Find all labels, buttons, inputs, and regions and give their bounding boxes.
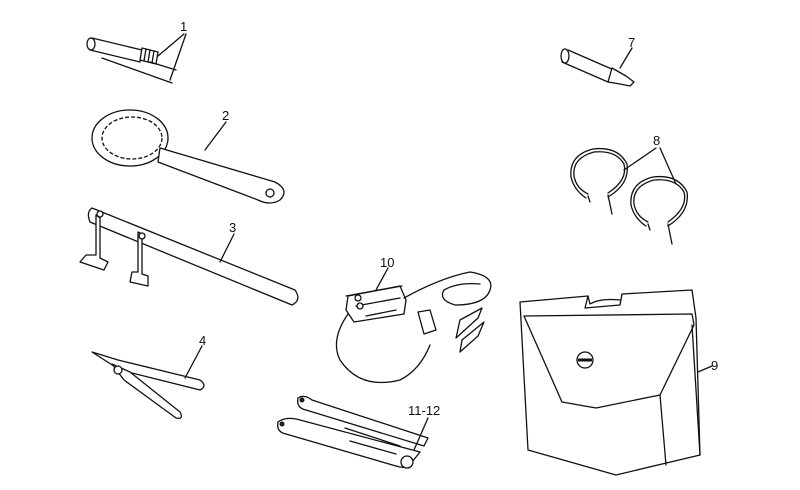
callout-9: 9 [711, 358, 718, 373]
callout-1: 1 [180, 19, 187, 34]
part-3-puller-bar[interactable]: 3 [79, 207, 299, 306]
part-9-tool-case[interactable]: 9 [519, 289, 718, 476]
part-7-drift[interactable]: 7 [560, 35, 635, 87]
part-2-ring-wrench[interactable]: 2 [91, 108, 285, 204]
part-8-hose-clamps[interactable]: 8 [570, 133, 689, 245]
callout-2: 2 [222, 108, 229, 123]
callout-7: 7 [628, 35, 635, 50]
callout-4: 4 [199, 333, 206, 348]
callout-8: 8 [653, 133, 660, 148]
part-10-electronic-tester[interactable]: 10 [335, 255, 492, 384]
callout-11-12: 11-12 [408, 403, 440, 418]
callout-3: 3 [229, 220, 236, 235]
part-11-12-pin-wrenches[interactable]: 11-12 [277, 395, 441, 469]
callout-10: 10 [380, 255, 394, 270]
part-4-pliers[interactable]: 4 [91, 333, 206, 420]
part-1-pin-punch[interactable]: 1 [86, 19, 187, 84]
